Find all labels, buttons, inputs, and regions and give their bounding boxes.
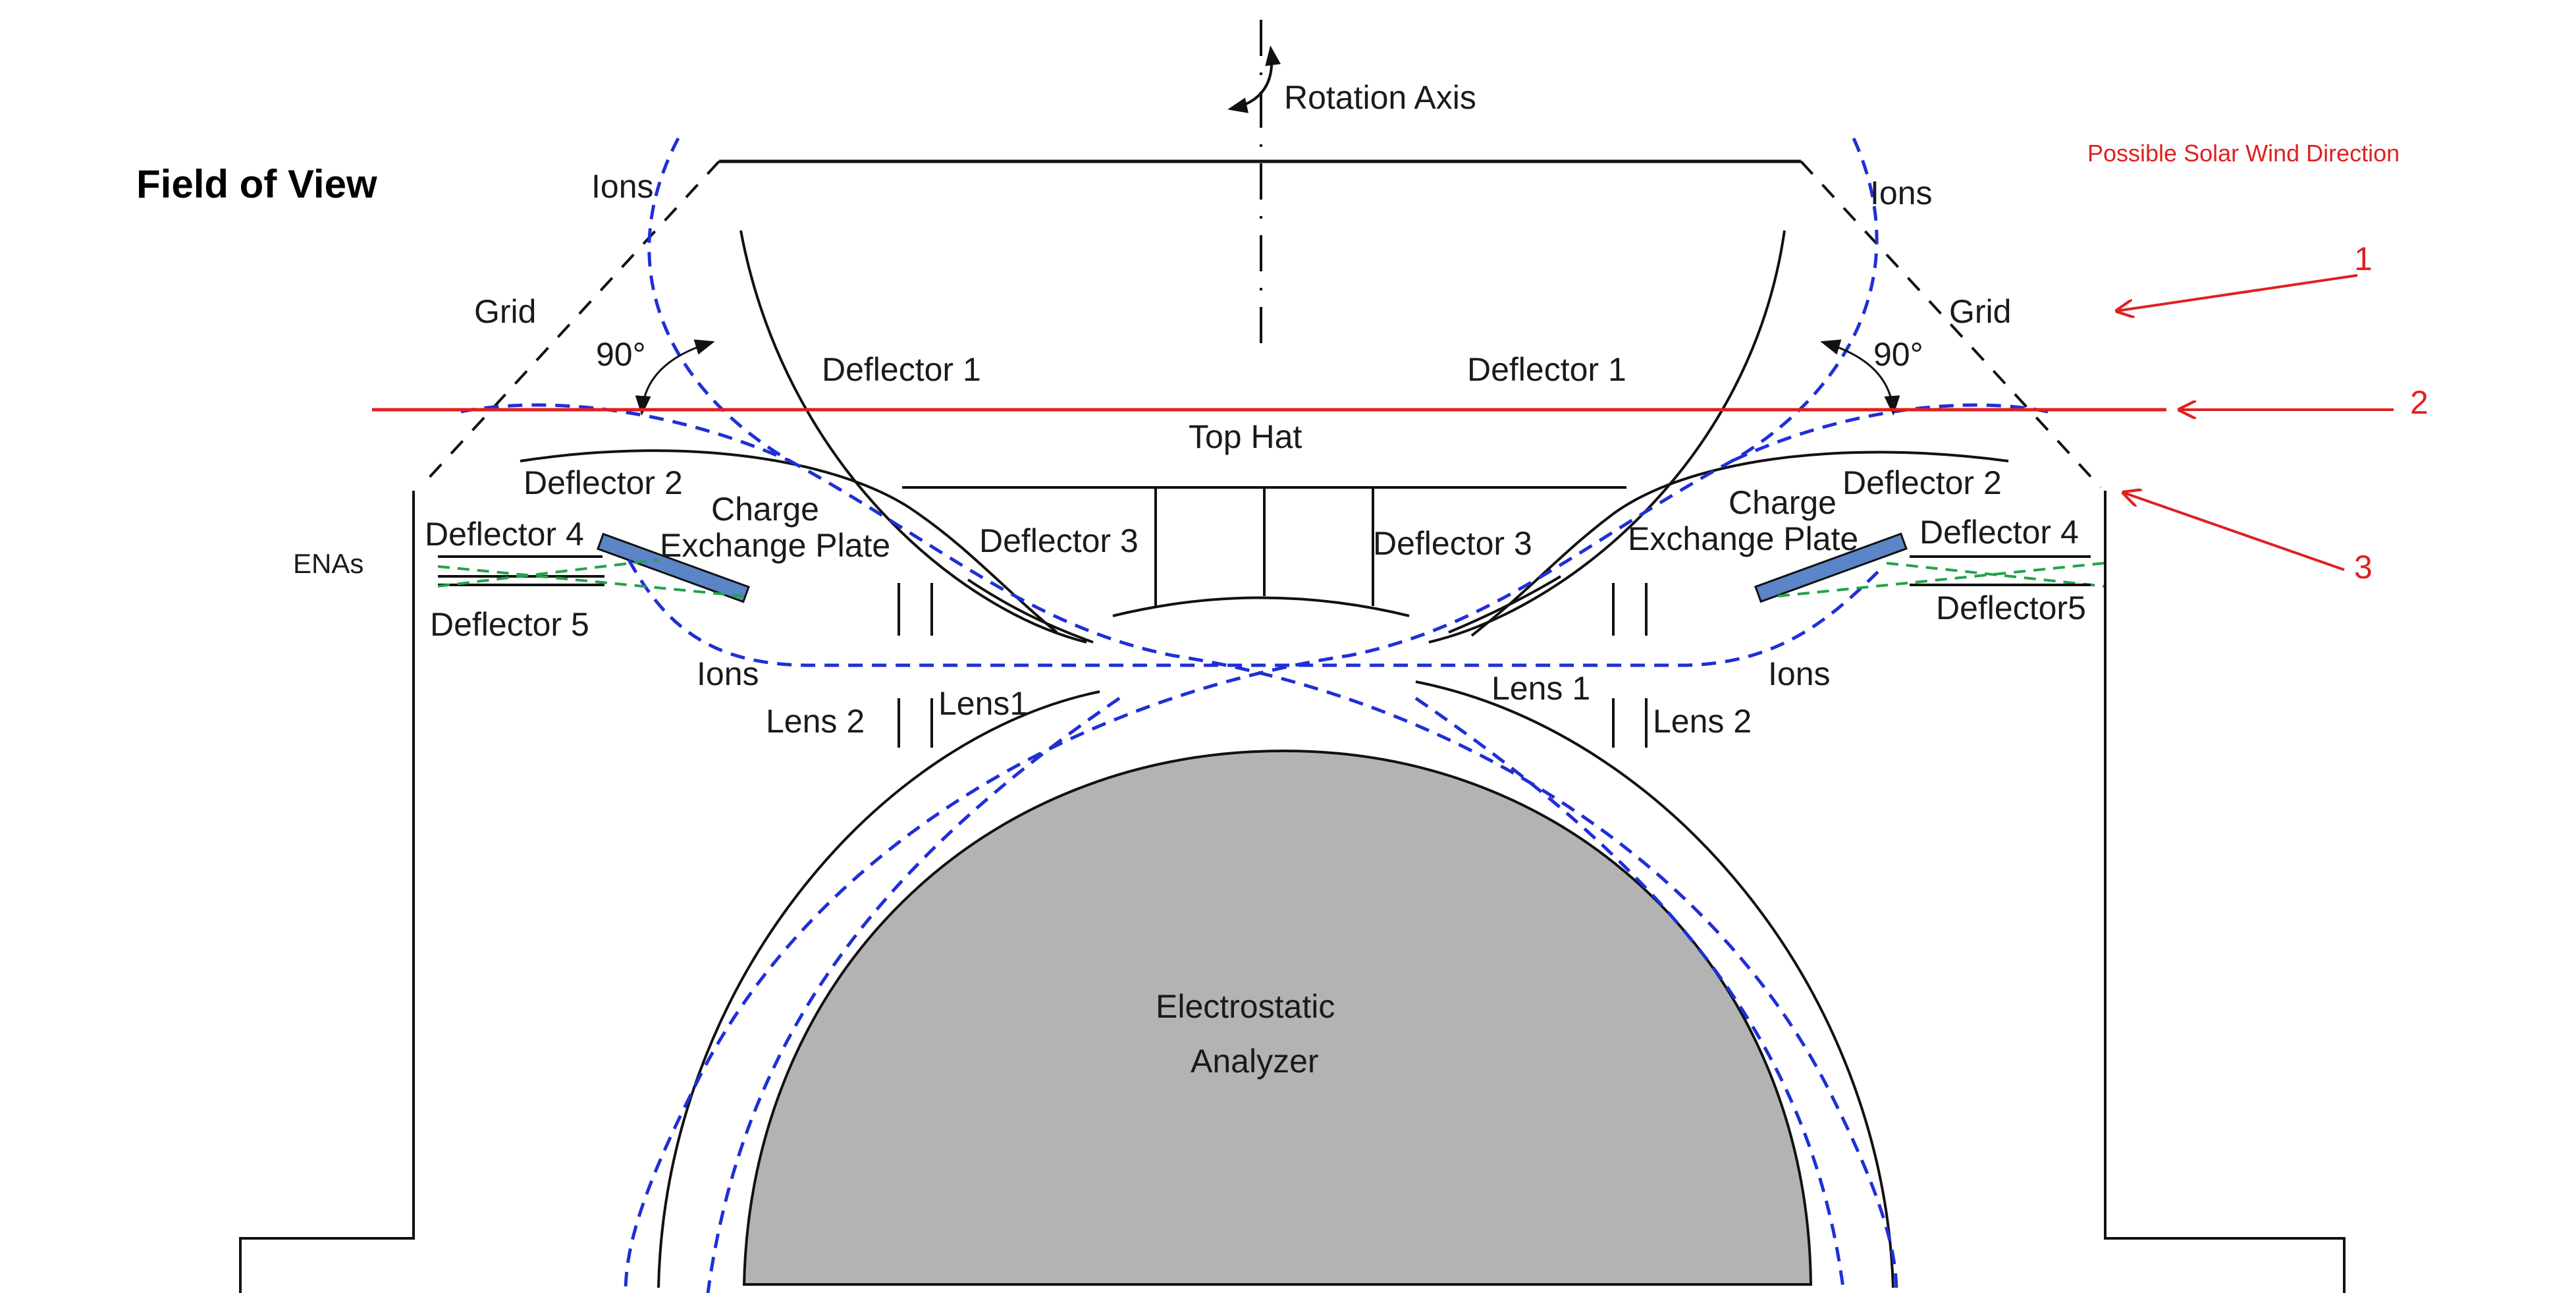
diagram-title: Field of View — [136, 162, 377, 206]
charge-exchange-label-right-2: Exchange Plate — [1628, 520, 1858, 557]
charge-exchange-label-right-1: Charge — [1729, 484, 1837, 521]
analyzer-label-2: Analyzer — [1191, 1043, 1319, 1080]
top-hat-label: Top Hat — [1189, 418, 1302, 455]
charge-exchange-label-left-1: Charge — [711, 491, 819, 528]
deflector-3 — [967, 575, 1562, 644]
grid-label-right: Grid — [1949, 293, 2011, 330]
lens1-label-right: Lens 1 — [1491, 670, 1590, 707]
deflector4-label-left: Deflector 4 — [425, 516, 584, 553]
ions-label-mid-left: Ions — [697, 655, 759, 692]
deflector5-label-left: Deflector 5 — [430, 606, 589, 643]
electrostatic-analyzer — [742, 749, 1813, 1286]
solar-wind-marker-2: 2 — [2410, 384, 2428, 421]
deflector-2 — [520, 449, 2009, 637]
solar-wind-arrows — [372, 274, 2394, 571]
solar-wind-title: Possible Solar Wind Direction — [2087, 140, 2400, 167]
angle-label-right: 90° — [1873, 336, 1923, 373]
ena-paths — [437, 559, 2105, 597]
lens2-label-left: Lens 2 — [766, 703, 865, 740]
angle-arcs — [635, 339, 1900, 416]
deflector-4-5-right — [438, 555, 2091, 586]
top-hat — [902, 486, 1626, 617]
deflector5-label-right: Deflector5 — [1936, 590, 2086, 626]
deflector1-label-right: Deflector 1 — [1467, 351, 1626, 388]
grid — [419, 159, 2102, 489]
rotation-axis-line — [1227, 20, 1281, 349]
deflector2-label-left: Deflector 2 — [523, 464, 683, 501]
charge-exchange-plate-right — [1754, 532, 1908, 603]
deflector3-label-right: Deflector 3 — [1373, 525, 1532, 562]
solar-wind-marker-3: 3 — [2354, 549, 2373, 586]
lenses — [898, 583, 1648, 748]
angle-label-left: 90° — [596, 336, 646, 373]
deflector2-label-right: Deflector 2 — [1842, 464, 2002, 501]
deflector1-label-left: Deflector 1 — [822, 351, 981, 388]
charge-exchange-label-left-2: Exchange Plate — [660, 527, 890, 564]
deflector3-label-left: Deflector 3 — [979, 522, 1139, 559]
ions-label-mid-right: Ions — [1768, 655, 1831, 692]
analyzer-label-1: Electrostatic — [1156, 988, 1335, 1025]
rotation-axis-label: Rotation Axis — [1284, 79, 1476, 116]
grid-label-left: Grid — [474, 293, 536, 330]
ion-paths — [460, 137, 2049, 1293]
solar-wind-marker-1: 1 — [2354, 240, 2373, 277]
charge-exchange-plate-left — [597, 532, 750, 603]
lens2-label-right: Lens 2 — [1653, 703, 1752, 740]
deflector4-label-right: Deflector 4 — [1919, 514, 2079, 551]
enas-label: ENAs — [293, 548, 363, 579]
ions-label-top-right: Ions — [1870, 175, 1933, 211]
lens1-label-left: Lens1 — [938, 685, 1028, 722]
analyzer-outer-arc — [657, 680, 1894, 1288]
ions-label-top-left: Ions — [591, 168, 654, 205]
